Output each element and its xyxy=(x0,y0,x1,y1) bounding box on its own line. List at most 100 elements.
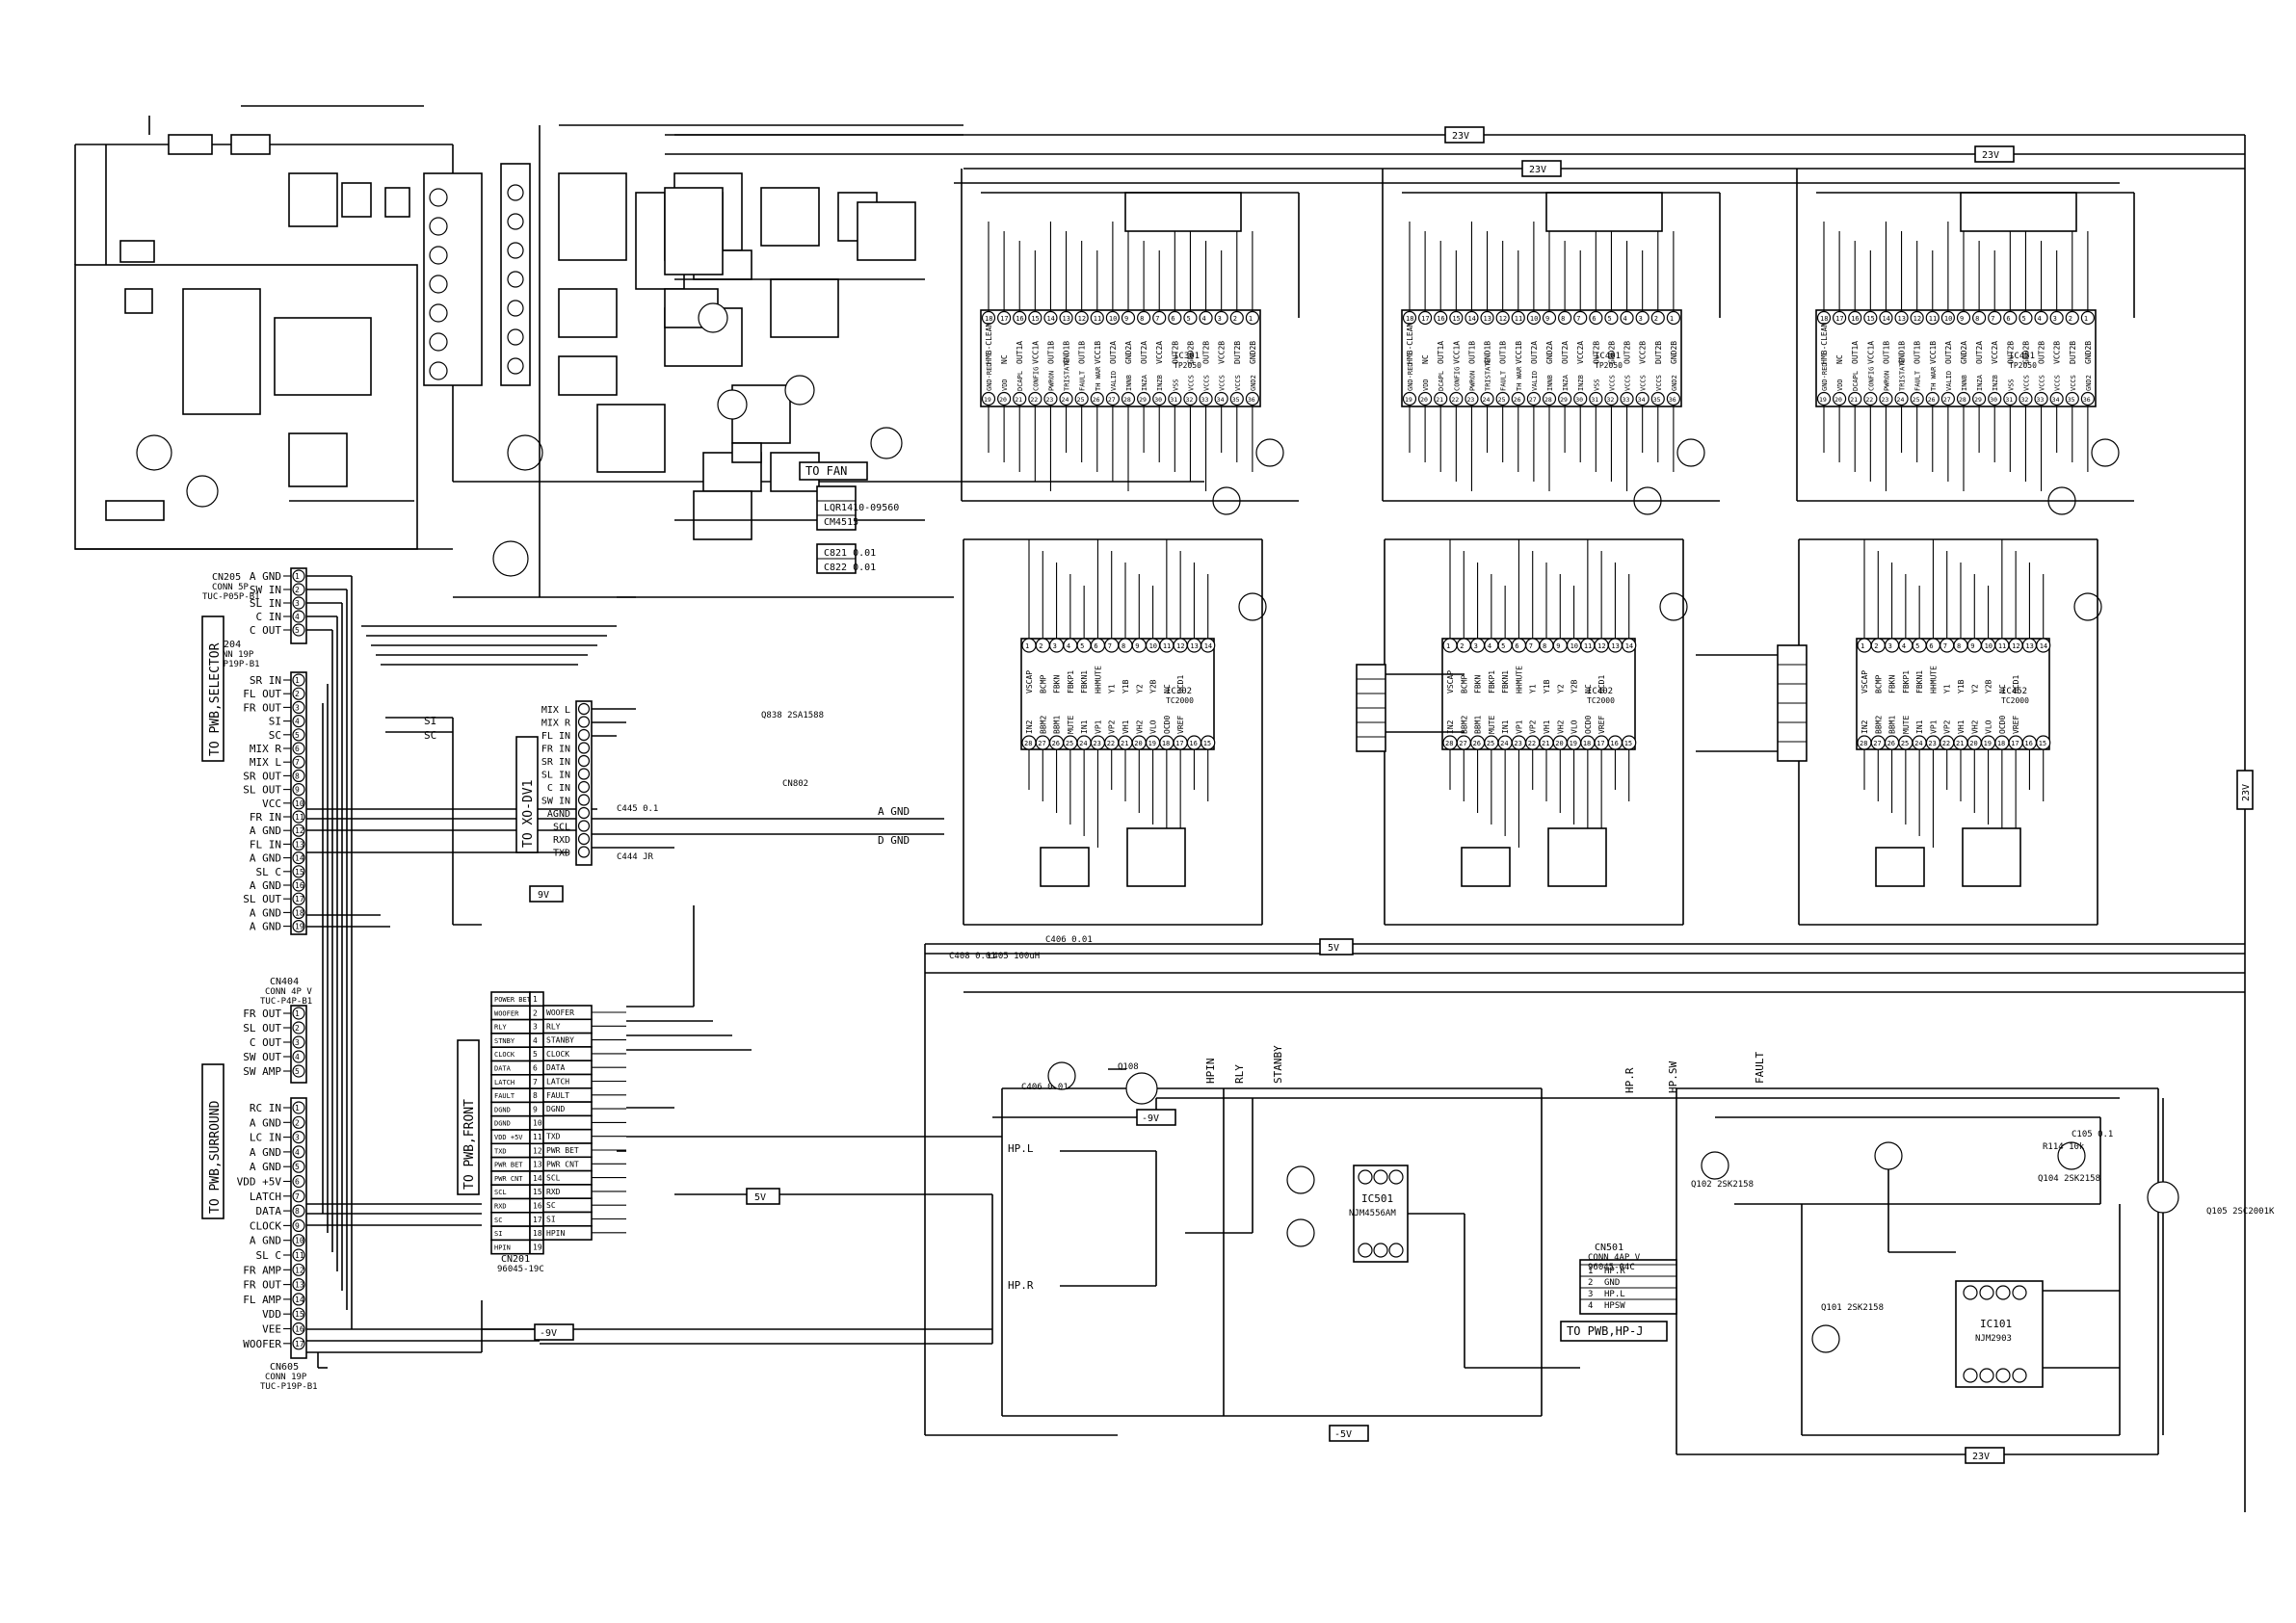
amp-top-pin xyxy=(1863,310,1878,326)
amp-bottom-pin-number: 24 xyxy=(1483,396,1491,404)
amp-top-pin-number: 7 xyxy=(1155,315,1159,323)
cn201-right-label: RLY xyxy=(546,1022,561,1031)
ctrl-top-pin-number: 7 xyxy=(1529,642,1533,650)
cn404-pin-number: 3 xyxy=(295,1038,300,1047)
ctrl-ic-part: TC2000 xyxy=(1166,696,1194,705)
cn605-pin-label: SL C xyxy=(256,1249,282,1262)
ic501-part: NJM4556AM xyxy=(1349,1209,1396,1218)
cn605-pin-12 xyxy=(292,1263,305,1276)
amp-bottom-pin xyxy=(1650,391,1665,406)
amp-bottom-pin xyxy=(1449,391,1464,406)
amp-bottom-pin xyxy=(2003,391,2018,406)
ctrl-top-pin-number: 2 xyxy=(1460,642,1464,650)
amp-bottom-pin-number: 29 xyxy=(1974,396,1982,404)
cn605-pin-5 xyxy=(292,1160,305,1173)
svg-text:9V: 9V xyxy=(538,890,549,901)
amp-bottom-pin xyxy=(1059,391,1073,406)
ctrl-top-pin-number: 13 xyxy=(2025,642,2033,650)
ctrl-top-pin-number: 13 xyxy=(1611,642,1619,650)
ctrl-bottom-pin-number: 16 xyxy=(1610,740,1618,747)
cn204-pin-label: FR IN xyxy=(250,811,281,824)
cn605-pin-1 xyxy=(292,1101,305,1114)
cn404-pin-1 xyxy=(292,1007,305,1020)
amp-bottom-pin-name: GND2 xyxy=(2085,375,2093,391)
ctrl-bottom-pin-number: 18 xyxy=(1162,740,1170,747)
cn204-pin-number: 8 xyxy=(295,772,300,780)
cn201-pin-number: 13 xyxy=(533,1161,542,1169)
fault-vert-label: FAULT xyxy=(1754,1052,1766,1084)
ctrl-top-pin-name: OCD1 xyxy=(1176,675,1185,694)
amp-top-pin-number: 10 xyxy=(1944,315,1952,323)
amp-bottom-pin-number: 19 xyxy=(1819,396,1827,404)
amp-top-pin-name: GND1B xyxy=(1063,341,1071,364)
q104-transistor xyxy=(2057,1141,2086,1170)
amp-top-pin xyxy=(2080,310,2095,326)
amp-top-pin xyxy=(1589,310,1603,326)
cn201-left-label: CLOCK xyxy=(494,1051,515,1059)
amp-bottom-pin xyxy=(1558,391,1572,406)
cn201-right-label: WOOFER xyxy=(546,1008,574,1017)
ctrl-ic-part: TC2000 xyxy=(1587,696,1615,705)
cn201-right-cell xyxy=(542,1114,593,1131)
amp-top-pin xyxy=(1925,310,1940,326)
cn201-right-label: STANBY xyxy=(546,1036,574,1045)
amp-bottom-pin-name: INZB xyxy=(1156,375,1164,391)
cn605-pin-label: A GND xyxy=(250,1235,281,1247)
to-fan-label: TO FAN xyxy=(805,464,847,478)
cn205-pin-2 xyxy=(292,583,305,596)
cn605-pin-label: CLOCK xyxy=(250,1219,281,1232)
amp-top-pin xyxy=(1480,310,1494,326)
xo-pin-3 xyxy=(577,728,591,742)
amp-bottom-pin-name: VCCS xyxy=(1655,375,1663,391)
cn201-left-label: DGND xyxy=(494,1106,511,1113)
ctrl-top-pin-name: Y1 xyxy=(1108,684,1117,694)
amp-top-pin-name: VCC2A xyxy=(1991,341,1999,364)
cn605-pin-label: VDD +5V xyxy=(237,1176,282,1189)
amp-ic-ref: IC301 xyxy=(1174,352,1200,361)
cn201-left-label: RLY xyxy=(494,1024,507,1032)
amp-bottom-pin-number: 28 xyxy=(1959,396,1966,404)
amp-top-pin xyxy=(1910,310,1924,326)
amp-transistor xyxy=(2091,438,2120,467)
cn201-pin-number: 1 xyxy=(533,995,538,1004)
cn501-pin-label: HPSW xyxy=(1604,1301,1625,1311)
amp-top-pin-name: OUT1B xyxy=(1499,341,1508,364)
cn404-pin-2 xyxy=(292,1021,305,1034)
amp-bottom-pin-name: FAULT xyxy=(1500,370,1508,391)
xo-pin-label: SL IN xyxy=(541,771,570,781)
amp-bottom-pin-name: DCAPL xyxy=(1016,371,1024,391)
amp-bottom-pin-name: VCCS xyxy=(1219,375,1227,391)
amp-bottom-pin-number: 22 xyxy=(1030,396,1038,404)
amp-top-pin xyxy=(2034,310,2048,326)
cn201-pin-number: 4 xyxy=(533,1036,538,1045)
amp-bottom-pin-name: VCCS xyxy=(1608,375,1616,391)
q101-label: Q101 2SK2158 xyxy=(1821,1303,1884,1313)
amp-top-pin-name: OUT1B xyxy=(1467,341,1476,364)
amp-bottom-pin-number: 29 xyxy=(1560,396,1568,404)
cn605-pin-11 xyxy=(292,1248,305,1262)
cn204-pin-label: SR OUT xyxy=(243,770,281,782)
ctrl-bottom-pin-number: 24 xyxy=(1079,740,1087,747)
ctrl-bottom-pin-name: MUTE xyxy=(1488,716,1496,734)
amp-bottom-pin-number: 27 xyxy=(1529,396,1537,404)
amp-bottom-pin xyxy=(2065,391,2079,406)
ctrl-filter xyxy=(1126,827,1186,887)
ctrl-transistor xyxy=(1659,592,1688,621)
xo-pin-label: AGND xyxy=(547,809,570,820)
filter-labels: C408 0.01 L405 100uH C406 0.01 C445 0.1 … xyxy=(617,711,1093,961)
ctrl-bottom-pin-name: VREF xyxy=(1597,716,1606,734)
amp-bottom-pin xyxy=(981,391,996,406)
amp-bottom-pin xyxy=(1480,391,1494,406)
ctrl-top-pin-name: NC xyxy=(1584,684,1593,694)
q803-transistor xyxy=(186,475,219,508)
amp-top-pin xyxy=(2003,310,2018,326)
amp-bottom-pin xyxy=(1199,391,1213,406)
amp-bottom-pin-name: VCCS xyxy=(1234,375,1242,391)
hp-r-vert-label: HP.R xyxy=(1623,1067,1636,1093)
cn605-pin-label: VEE xyxy=(262,1323,281,1336)
cn205-part: CONN 5P xyxy=(212,583,250,592)
amp-top-pin-number: 1 xyxy=(1670,315,1674,323)
cn204-pin-number: 7 xyxy=(295,758,300,767)
cn204-pin-18 xyxy=(292,905,305,920)
